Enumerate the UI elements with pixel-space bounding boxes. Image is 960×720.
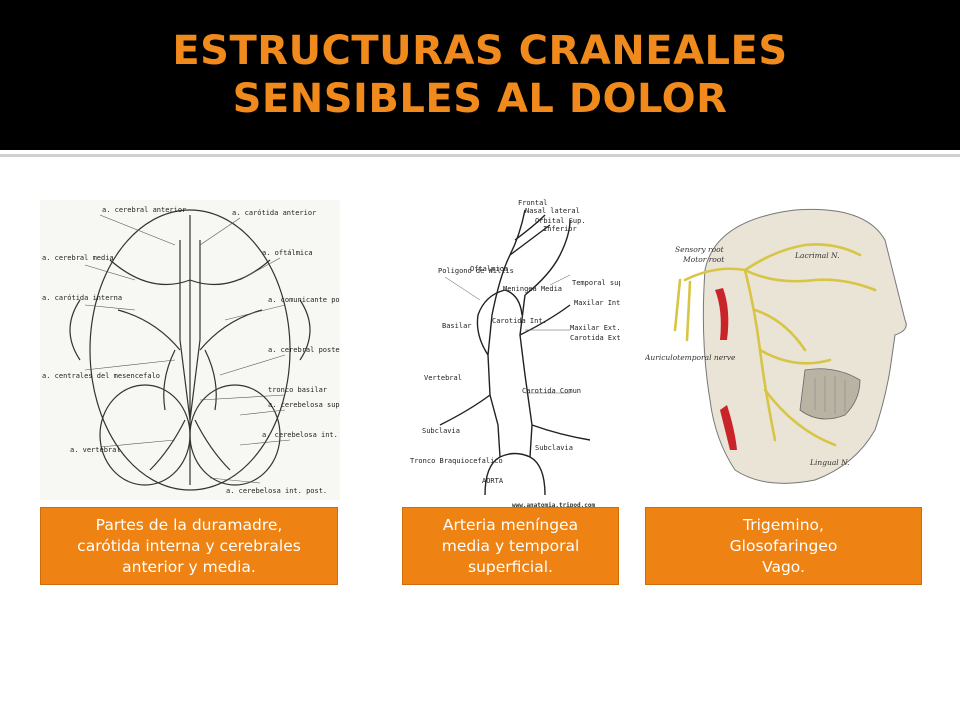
nerve-label-lacrimal: Lacrimal N. — [794, 251, 839, 260]
artery-label-subclavia-left: Subclavia — [422, 427, 460, 435]
brain-label-oftalmica: a. oftálmica — [262, 249, 313, 257]
artery-label-carotida-ext: Carotida Ext. — [570, 334, 620, 342]
brain-label-cerebelosa-sup: a. cerebelosa sup. — [268, 401, 340, 409]
brain-label-centrales-mesencefalo: a. centrales del mesencefalo — [42, 372, 160, 380]
brain-label-cerebelosa-int-ant: a. cerebelosa int. ant. — [262, 431, 340, 439]
artery-label-carotida-int: Carotida Int. — [492, 317, 547, 325]
brain-label-carotida-anterior: a. carótida anterior — [232, 209, 316, 217]
artery-label-poligono-willis: Poligono de Willis — [438, 267, 514, 275]
nerve-label-auriculotemporal: Auriculotemporal nerve — [645, 353, 736, 362]
brain-base-drawing: a. cerebral anterior a. carótida anterio… — [40, 200, 340, 500]
brain-label-carotida-interna: a. carótida interna — [42, 294, 122, 302]
brain-label-cerebral-posterior: a. cerebral posterior — [268, 346, 340, 354]
artery-label-orbital-sup: Orbital Sup. — [535, 217, 586, 225]
brain-label-tronco-basilar: tronco basilar — [268, 386, 327, 394]
brain-label-cerebral-anterior: a. cerebral anterior — [102, 206, 186, 214]
nerve-label-lingual: Lingual N. — [809, 458, 850, 467]
artery-label-maxilar-int: Maxilar Int. — [574, 299, 620, 307]
caption-arteria-meningea: Arteria meníngea media y temporal superf… — [402, 507, 619, 585]
artery-label-aorta: AORTA — [482, 477, 504, 485]
artery-label-oftalmica: Oftalmica — [470, 265, 508, 273]
artery-label-maxilar-ext: Maxilar Ext. — [570, 324, 620, 332]
brain-label-comunicante-posterior: a. comunicante posterior — [268, 296, 340, 304]
slide-title: ESTRUCTURAS CRANEALES SENSIBLES AL DOLOR — [172, 28, 788, 122]
brain-base-illustration: a. cerebral anterior a. carótida anterio… — [40, 200, 340, 500]
trigeminal-nerve-drawing: Sensory root Motor root Lacrimal N. Auri… — [645, 200, 920, 500]
arteries-illustration: Frontal Nasal lateral Orbital Sup. Infer… — [410, 195, 620, 510]
artery-label-nasal-lateral: Nasal lateral — [525, 207, 580, 215]
artery-label-frontal: Frontal — [518, 199, 548, 207]
artery-label-subclavia-right: Subclavia — [535, 444, 573, 452]
nerve-label-motor-root: Motor root — [682, 255, 725, 264]
nerve-label-sensory-root: Sensory root — [675, 245, 725, 254]
artery-label-temporal-superficial: Temporal superficial — [572, 279, 620, 287]
artery-label-inferior: Inferior — [543, 225, 577, 233]
brain-label-cerebelosa-int-post: a. cerebelosa int. post. — [226, 487, 327, 495]
figure-credit: www.anatomia.tripod.com — [512, 502, 595, 509]
arteries-drawing: Frontal Nasal lateral Orbital Sup. Infer… — [410, 199, 620, 509]
artery-label-meningea-media: Meningea Media — [503, 285, 562, 293]
caption-nervios-craneales: Trigemino, Glosofaringeo Vago. — [645, 507, 922, 585]
artery-label-carotida-comun: Carotida Comun — [522, 387, 581, 395]
trigeminal-nerve-illustration: Sensory root Motor root Lacrimal N. Auri… — [645, 200, 920, 500]
title-divider — [0, 154, 960, 157]
caption-duramadre: Partes de la duramadre, carótida interna… — [40, 507, 338, 585]
title-bar: ESTRUCTURAS CRANEALES SENSIBLES AL DOLOR — [0, 0, 960, 150]
artery-label-basilar: Basilar — [442, 322, 472, 330]
brain-label-vertebral: a. vertebral — [70, 446, 121, 454]
artery-label-tronco-braquiocefalico: Tronco Braquiocefalico — [410, 457, 503, 465]
artery-label-vertebral: Vertebral — [424, 374, 462, 382]
brain-label-cerebral-media: a. cerebral media — [42, 254, 114, 262]
